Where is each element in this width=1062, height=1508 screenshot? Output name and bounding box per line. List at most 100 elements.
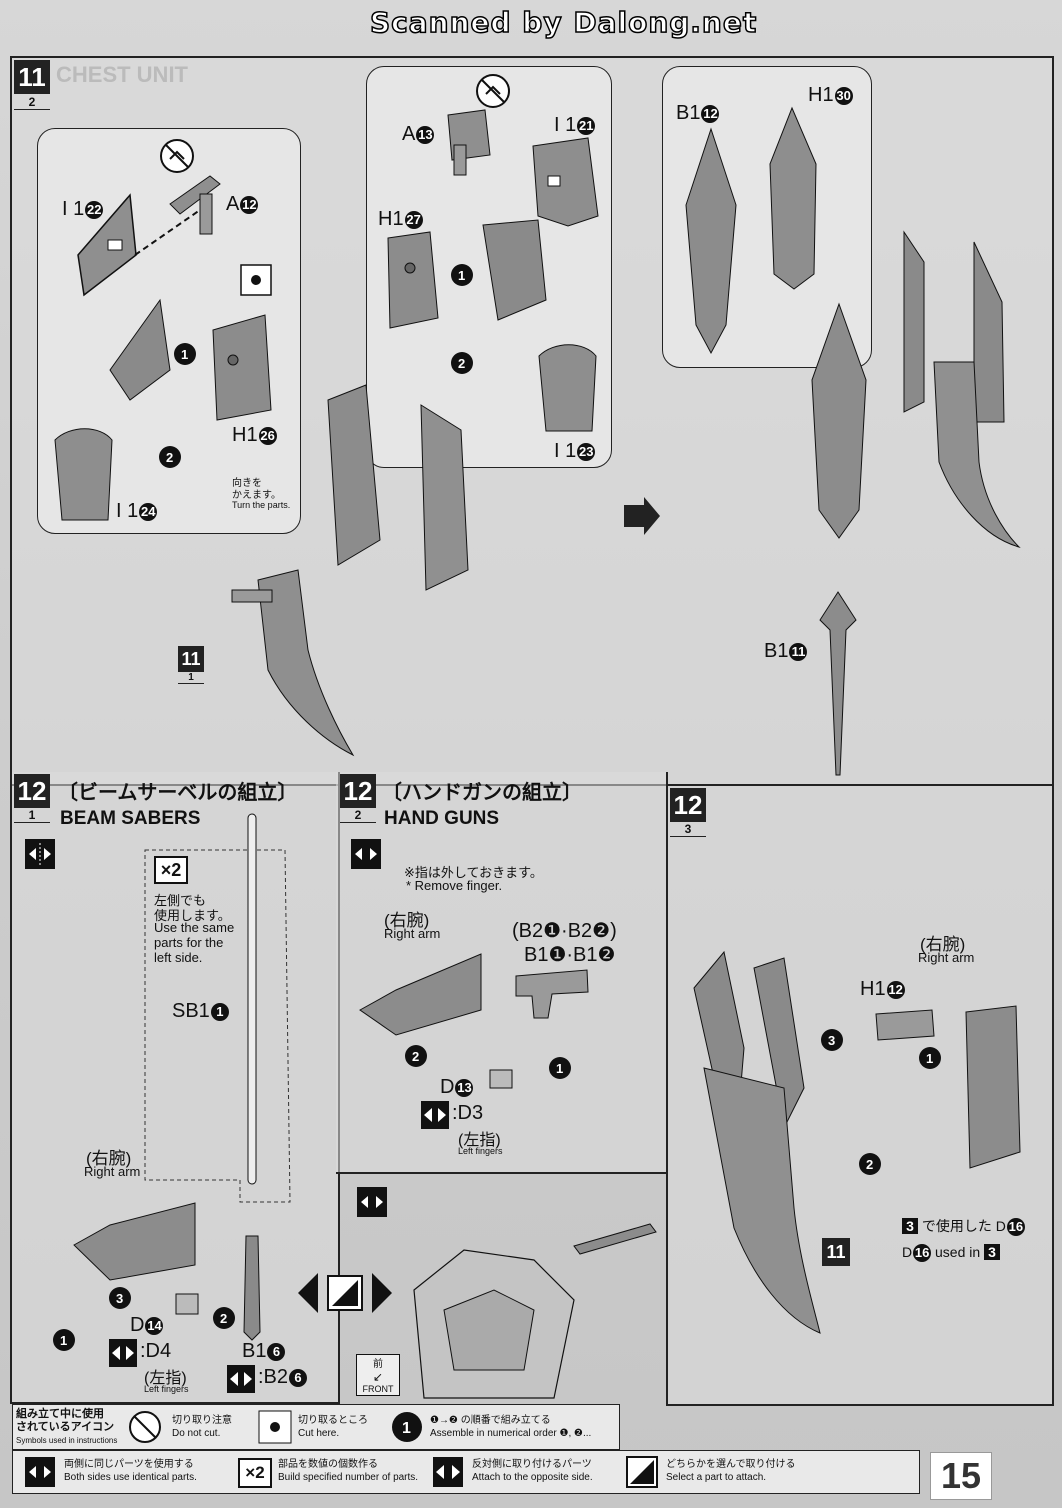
x2-note-jp-1: 左側でも [154, 893, 207, 908]
legend-opposite-icon [433, 1457, 463, 1487]
left-fingers-en-1: Left fingers [144, 1384, 189, 1394]
step-12-2-sub: 2 [340, 808, 376, 823]
step-12-2-jp-title: 〔ハンドガンの組立〕 [382, 780, 582, 804]
right-arm-jp-3: (右腕) [920, 935, 966, 954]
left-fingers-jp-2: (左指) [458, 1132, 501, 1149]
do-not-cut-icon-2 [476, 74, 510, 108]
right-arm-jp-1: (右腕) [86, 1149, 132, 1168]
part-a13-shape [447, 109, 491, 176]
right-arm-en-2: Right arm [384, 926, 441, 941]
step-12-1-number: 12 [14, 774, 50, 808]
step-12-2-en-title: HAND GUNS [384, 808, 500, 829]
part-i1-24-shape [54, 428, 113, 521]
step-badge-2-mid: 2 [451, 352, 473, 374]
right-arm-part-2 [359, 953, 482, 1036]
svg-text:3: 3 [116, 1291, 123, 1306]
step-badge-1-mid: 1 [451, 264, 473, 286]
remove-finger-en: * Remove finger. [406, 878, 503, 893]
assembled-claw-unit [903, 230, 1021, 549]
step-12-1-sub: 1 [14, 808, 50, 823]
ref-step-11-sub: 1 [178, 672, 204, 684]
right-arm-part-1 [73, 1202, 196, 1281]
step-12-1-en-title: BEAM SABERS [60, 808, 201, 829]
right-arm-en-3: Right arm [918, 950, 975, 965]
part-wing-left-upper [109, 298, 171, 401]
select-part-icon [298, 1273, 392, 1313]
gun-parts-line-2: B1❶·B1❷ [524, 944, 616, 966]
step-badge-1-gun: 1 [549, 1057, 571, 1079]
legend-x2-icon: ×2 [238, 1458, 272, 1488]
page-number: 15 [930, 1452, 992, 1500]
step-12-3-number: 12 [670, 788, 706, 822]
step-badge-3-wing: 3 [821, 1029, 843, 1051]
front-en: FRONT [362, 1384, 394, 1394]
step-badge-2-gun: 2 [405, 1045, 427, 1067]
step-12-1-jp-title: 〔ビームサーベルの組立〕 [58, 780, 298, 804]
legend-select-icon [626, 1456, 658, 1488]
part-wing-mid [482, 219, 547, 321]
svg-text:1: 1 [556, 1061, 563, 1076]
x2-note-en-2: parts for the [154, 935, 224, 950]
part-h1-26-shape [212, 314, 272, 421]
step-badge-2-saber: 2 [213, 1307, 235, 1329]
faded-chest-unit-text: CHEST UNIT [56, 62, 188, 87]
turn-parts-jp-2: かえます。 [232, 490, 281, 501]
step-badge-2-left: 2 [159, 446, 181, 468]
hand-part-d13 [489, 1069, 513, 1089]
step-badge-3-saber: 3 [109, 1287, 131, 1309]
hand-gun-part [515, 969, 589, 1019]
x2-note-jp-2: 使用します。 [154, 908, 231, 923]
beam-saber-blade [247, 813, 257, 1185]
legend-row-1 [12, 1404, 620, 1450]
svg-text:1: 1 [926, 1051, 933, 1066]
opposite-side-icon-1 [109, 1339, 137, 1367]
robot-torso-illustration [413, 1249, 575, 1399]
legend-order-icon: 1 [392, 1412, 422, 1442]
step-badge-2-wing: 2 [859, 1153, 881, 1175]
right-arm-jp-2: (右腕) [384, 911, 430, 930]
claw-wing-assembly [693, 950, 821, 1334]
legend-no-cut-icon [129, 1411, 161, 1443]
step-badge-1-left: 1 [174, 343, 196, 365]
assembled-shield [811, 302, 867, 539]
svg-text:2: 2 [412, 1049, 419, 1064]
label-d4: :D4 [140, 1340, 172, 1362]
part-h1-12-shape [875, 1009, 935, 1041]
step-12-2-number: 12 [340, 774, 376, 808]
turn-parts-en: Turn the parts. [232, 500, 291, 510]
both-sides-icon-2 [351, 839, 381, 869]
left-fingers-jp-1: (左指) [144, 1370, 187, 1387]
part-b1-11-blade [819, 591, 857, 776]
next-arrow-icon [624, 497, 660, 535]
svg-text:3: 3 [828, 1033, 835, 1048]
svg-text:2: 2 [166, 450, 173, 465]
saber-hilt-loose [573, 1223, 657, 1255]
svg-text:1: 1 [60, 1333, 67, 1348]
legend-cut-here-icon [258, 1410, 292, 1444]
ref-step-11-number: 11 [178, 646, 204, 672]
svg-text:1: 1 [181, 347, 188, 362]
front-jp: 前 [373, 1359, 383, 1370]
step-badge-1-saber: 1 [53, 1329, 75, 1351]
svg-text:2: 2 [866, 1157, 873, 1172]
legend-title: 組み立て中に使用されているアイコン Symbols used in instru… [16, 1408, 118, 1445]
saber-hilt-b1-6 [243, 1235, 261, 1341]
